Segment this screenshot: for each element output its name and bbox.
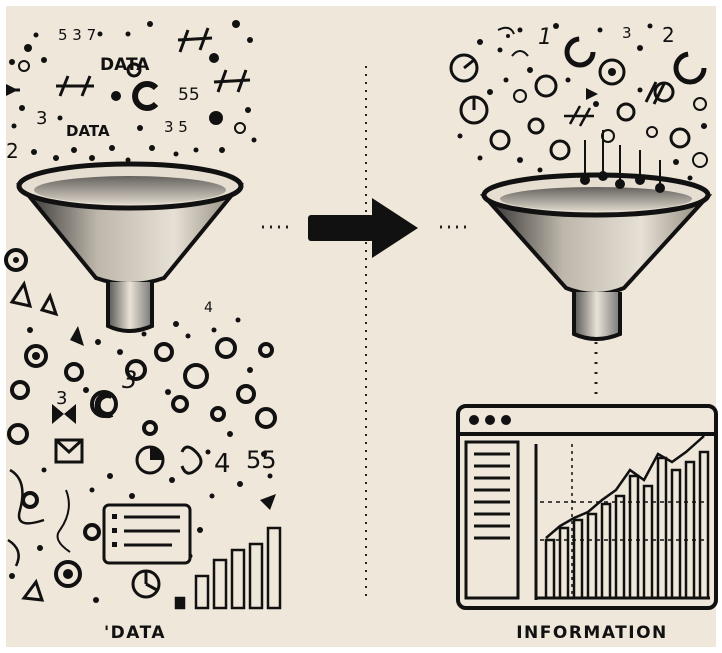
number-glyph: 2 xyxy=(6,139,19,163)
dashboard-window xyxy=(456,404,718,610)
falling-droplets xyxy=(580,130,665,193)
window-dot xyxy=(485,415,495,425)
number-glyph: 4 xyxy=(214,449,231,479)
number-glyph: 55 xyxy=(178,85,200,105)
right-funnel xyxy=(479,172,713,341)
left-bar-chart xyxy=(174,526,282,610)
arrow-icon xyxy=(262,198,470,258)
list-window xyxy=(102,503,192,565)
number-glyph: 55 xyxy=(246,446,277,474)
window-dot xyxy=(469,415,479,425)
left-bottom-scatter: 4 3 55 3 4 xyxy=(4,248,277,603)
number-glyph: 2 xyxy=(662,23,675,47)
number-glyph: 3 xyxy=(36,108,47,129)
number-glyph: 3 xyxy=(622,24,632,42)
list-panel xyxy=(464,440,520,600)
data-label-2: DATA xyxy=(66,122,110,140)
left-top-scatter: DATA DATA 5 3 7 3 2 55 3 5 xyxy=(6,20,257,163)
number-glyph: 3 xyxy=(56,388,67,409)
number-glyph: 5 3 7 xyxy=(58,26,96,44)
target-icon xyxy=(598,58,626,86)
number-glyph: 1 xyxy=(538,25,552,50)
right-top-scatter: 1 3 2 xyxy=(449,23,708,181)
number-glyph: 4 xyxy=(204,300,213,316)
c-icon xyxy=(673,51,707,85)
window-dot xyxy=(501,415,511,425)
small-pie-icon xyxy=(131,569,161,599)
data-label-1: DATA xyxy=(100,55,150,75)
left-funnel xyxy=(16,161,244,333)
envelope-icon xyxy=(54,438,84,464)
pie-circle-icon xyxy=(449,53,479,83)
right-caption: INFORMATION xyxy=(516,623,668,643)
c-icon xyxy=(564,36,596,68)
pie-chart-icon xyxy=(135,445,165,475)
trend-line xyxy=(545,435,705,539)
number-glyph: 3 5 xyxy=(164,118,188,136)
left-caption: 'DATA xyxy=(104,623,166,643)
